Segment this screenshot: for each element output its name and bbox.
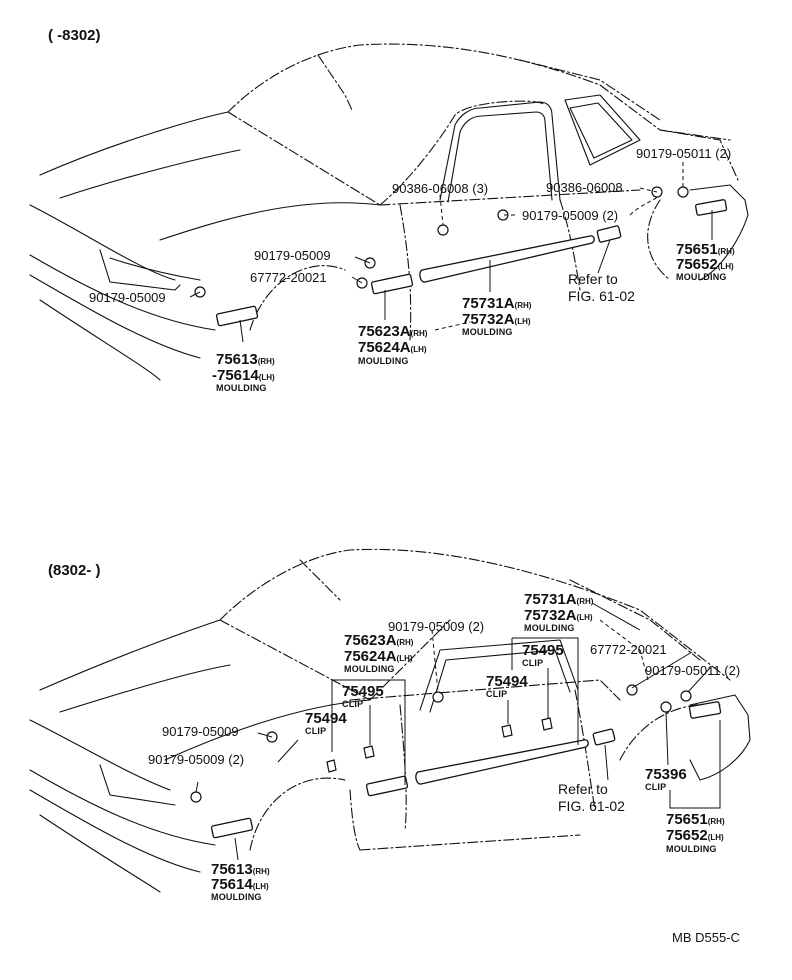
clip-icon — [660, 701, 672, 713]
refer-fig-label: FIG. 61-02 — [568, 288, 635, 304]
front-door-moulding-rh-label: 75623A(RH) — [358, 323, 428, 340]
clip-75396-caption: CLIP — [645, 782, 667, 792]
bottom-mouldings — [210, 701, 722, 839]
front-moulding-lh-label: -75614(LH) — [212, 367, 275, 384]
front-moulding-caption-2: MOULDING — [211, 892, 262, 902]
clip-75495-caption-b: CLIP — [522, 658, 544, 668]
rear-door-moulding — [419, 235, 595, 283]
door-moulding-rh-label-2: 75731A(RH) — [524, 591, 594, 608]
refer-to-label: Refer to — [568, 271, 618, 287]
callout-67772-20021: 67772-20021 — [250, 270, 327, 285]
callout-90179-05011: 90179-05011 (2) — [636, 146, 732, 161]
clip-icon — [363, 745, 375, 759]
clip-75494-caption-b: CLIP — [486, 689, 508, 699]
callout-90386-06008-3: 90386-06008 (3) — [392, 181, 489, 196]
nut-icon — [626, 684, 638, 696]
rear-moulding-caption-2: MOULDING — [666, 844, 717, 854]
front-door-moulding-lh-label-2: 75624A(LH) — [344, 648, 413, 665]
rear-door-moulding — [415, 739, 589, 785]
callout-90179-05011-b: 90179-05011 (2) — [645, 663, 741, 678]
quarter-moulding-piece — [592, 728, 616, 746]
door-moulding-caption-2: MOULDING — [524, 623, 575, 633]
front-door-moulding-caption: MOULDING — [358, 356, 409, 366]
top-mouldings — [215, 199, 728, 327]
rear-moulding-rh-label: 75651(RH) — [676, 241, 735, 258]
callout-90179-05009-2c: 90179-05009 (2) — [148, 752, 245, 767]
door-moulding-rh-label: 75731A(RH) — [462, 295, 532, 312]
rear-moulding-rh-label-2: 75651(RH) — [666, 811, 725, 828]
clip-icon — [326, 759, 337, 773]
nut-icon — [190, 791, 202, 803]
door-moulding-lh-label: 75732A(LH) — [462, 311, 531, 328]
refer-to-label-2: Refer to — [558, 781, 608, 797]
clip-75495-caption-a: CLIP — [342, 699, 364, 709]
front-moulding-lh-label-2: 75614(LH) — [211, 876, 269, 893]
front-moulding-rh-label-2: 75613(RH) — [211, 861, 270, 878]
front-fender-moulding — [215, 305, 259, 327]
bottom-car-outline — [29, 548, 751, 893]
clip-75396-label: 75396 — [645, 766, 687, 783]
clip-icon — [501, 724, 513, 738]
clip-75494-label-b: 75494 — [486, 673, 528, 690]
clip-75494-label-a: 75494 — [305, 710, 347, 727]
callout-90179-05009-b: 90179-05009 — [89, 290, 166, 305]
callout-90179-05009-a: 90179-05009 — [254, 248, 331, 263]
front-door-moulding — [365, 775, 409, 797]
top-range-label: ( -8302) — [48, 27, 101, 44]
nut-icon — [677, 186, 689, 198]
callout-90386-06008: 90386-06008 — [546, 180, 623, 195]
refer-fig-label-2: FIG. 61-02 — [558, 798, 625, 814]
callout-67772-20021-b: 67772-20021 — [590, 642, 667, 657]
rear-moulding-caption: MOULDING — [676, 272, 727, 282]
rear-moulding-lh-label-2: 75652(LH) — [666, 827, 724, 844]
nut-icon — [432, 691, 444, 703]
front-door-moulding-lh-label: 75624A(LH) — [358, 339, 427, 356]
rear-moulding — [695, 199, 728, 216]
clip-75495-label-a: 75495 — [342, 683, 384, 700]
front-door-moulding-caption-2: MOULDING — [344, 664, 395, 674]
top-car-outline — [29, 43, 749, 381]
diagram-reference-code: MB D555-C — [672, 930, 740, 945]
bottom-range-label: (8302- ) — [48, 562, 101, 579]
front-door-moulding — [370, 273, 414, 295]
clip-75494-caption-a: CLIP — [305, 726, 327, 736]
bottom-fasteners — [190, 684, 692, 803]
callout-90179-05009-2b: 90179-05009 (2) — [388, 619, 485, 634]
callout-90179-05009-2: 90179-05009 (2) — [522, 208, 619, 223]
nut-icon — [437, 224, 449, 236]
bottom-leader-lines — [195, 602, 721, 861]
front-moulding-caption: MOULDING — [216, 383, 267, 393]
top-leader-lines — [189, 162, 713, 343]
quarter-moulding-piece — [596, 225, 622, 243]
door-moulding-lh-label-2: 75732A(LH) — [524, 607, 593, 624]
clip-icon — [541, 717, 553, 731]
front-moulding-rh-label: 75613(RH) — [216, 351, 275, 368]
rear-moulding-lh-label: 75652(LH) — [676, 256, 734, 273]
door-moulding-caption: MOULDING — [462, 327, 513, 337]
nut-icon — [680, 690, 692, 702]
callout-90179-05009-c: 90179-05009 — [162, 724, 239, 739]
clip-75495-label-b: 75495 — [522, 642, 564, 659]
front-fender-moulding — [210, 817, 254, 839]
front-door-moulding-rh-label-2: 75623A(RH) — [344, 632, 414, 649]
rear-moulding — [688, 701, 722, 719]
